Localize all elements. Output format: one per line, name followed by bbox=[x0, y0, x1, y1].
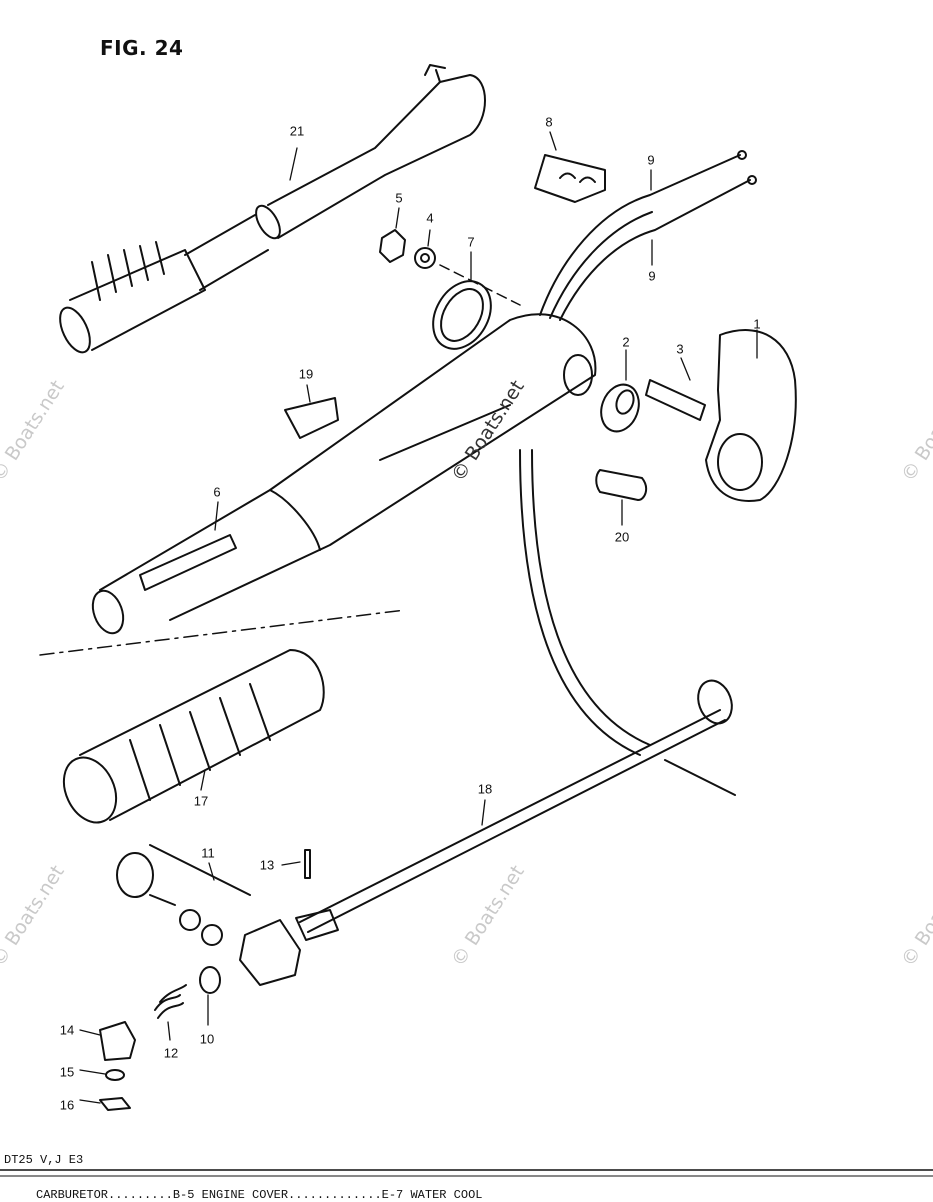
callout-16: 16 bbox=[59, 1097, 75, 1113]
callout-3: 3 bbox=[676, 341, 684, 357]
callout-12: 12 bbox=[163, 1045, 179, 1061]
callout-7: 7 bbox=[467, 234, 475, 250]
part-cable-loop bbox=[519, 449, 651, 756]
part-8-block bbox=[534, 154, 606, 203]
part-19-clip bbox=[284, 397, 339, 439]
callout-9-upper: 9 bbox=[647, 152, 655, 168]
footer-index: CARBURETOR.........B-5 ENGINE COVER.....… bbox=[36, 1188, 483, 1202]
part-9-cables bbox=[539, 150, 757, 321]
callout-13: 13 bbox=[259, 857, 275, 873]
part-13-pin bbox=[304, 849, 311, 879]
part-11-group bbox=[116, 844, 301, 986]
callout-14: 14 bbox=[59, 1022, 75, 1038]
part-14-block bbox=[99, 1021, 136, 1061]
part-21-tiller-extension bbox=[59, 64, 486, 354]
callout-15: 15 bbox=[59, 1064, 75, 1080]
callout-8: 8 bbox=[545, 114, 553, 130]
part-3-bolt bbox=[645, 379, 706, 421]
part-1-cover bbox=[705, 329, 797, 502]
callout-1: 1 bbox=[753, 316, 761, 332]
part-7-ring bbox=[432, 280, 492, 350]
part-15-washer bbox=[105, 1069, 125, 1081]
callout-19: 19 bbox=[298, 366, 314, 382]
part-16-screw bbox=[99, 1097, 131, 1111]
callout-10: 10 bbox=[199, 1031, 215, 1047]
callout-2: 2 bbox=[622, 334, 630, 350]
callout-6: 6 bbox=[213, 484, 221, 500]
callout-9-lower: 9 bbox=[648, 268, 656, 284]
callout-4: 4 bbox=[426, 210, 434, 226]
callout-17: 17 bbox=[193, 793, 209, 809]
figure-title: FIG. 24 bbox=[100, 36, 184, 60]
part-17-grip bbox=[39, 609, 406, 824]
callout-5: 5 bbox=[395, 190, 403, 206]
part-12-spring bbox=[154, 984, 187, 1019]
part-2-bushing bbox=[600, 383, 640, 433]
part-10-bushing bbox=[199, 966, 221, 994]
callout-18: 18 bbox=[477, 781, 493, 797]
callout-11: 11 bbox=[201, 845, 215, 861]
part-20-plug bbox=[595, 469, 648, 501]
part-18-rod bbox=[295, 679, 736, 941]
part-6-tiller-arm bbox=[91, 313, 597, 635]
part-4-washer bbox=[414, 247, 436, 269]
callout-20: 20 bbox=[614, 529, 630, 545]
part-5-nut bbox=[379, 229, 406, 263]
callout-21: 21 bbox=[289, 123, 305, 139]
model-code: DT25 V,J E3 bbox=[4, 1153, 84, 1167]
